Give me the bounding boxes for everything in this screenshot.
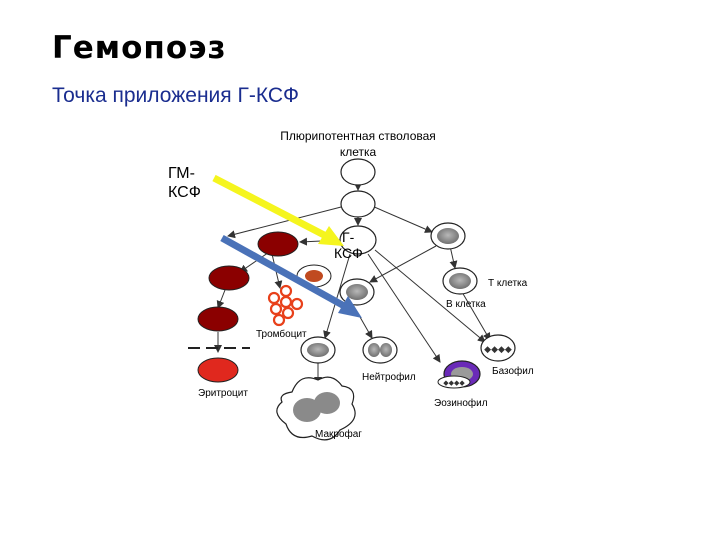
lymphoid-progenitor-cell bbox=[430, 222, 466, 250]
b-cell-label: В клетка bbox=[446, 299, 486, 310]
neutrophil-label: Нейтрофил bbox=[362, 371, 416, 383]
macrophage-cell bbox=[276, 376, 356, 441]
macrophage-label: Макрофаг bbox=[315, 428, 362, 440]
platelets bbox=[267, 284, 304, 327]
g-csf-label: Г- bbox=[342, 229, 355, 245]
connector-myeloid-to-basophil bbox=[374, 249, 486, 343]
connector-myeloid-to-mono bbox=[323, 253, 351, 339]
svg-text:◆◆◆◆: ◆◆◆◆ bbox=[484, 345, 512, 355]
gm-csf-label-2: КСФ bbox=[168, 184, 201, 201]
slide-title: Гемопоэз bbox=[52, 30, 227, 66]
gm-csf-arrow bbox=[220, 234, 362, 318]
erythroblast bbox=[208, 265, 250, 291]
stem-cell bbox=[340, 158, 376, 186]
stem-cell-label-2: клетка bbox=[340, 145, 377, 159]
connector-myeloid-to-eosinophil bbox=[367, 253, 441, 363]
connector-lymphoid-to-tcell bbox=[449, 245, 458, 269]
neutrophil-cell bbox=[362, 336, 398, 364]
proerythroblast bbox=[257, 231, 299, 257]
connector-stem-to-erythroid bbox=[227, 205, 346, 239]
basophil-precursor-cell: ◆◆◆◆ bbox=[480, 334, 516, 362]
monocyte bbox=[300, 336, 336, 364]
platelet-label: Тромбоцит bbox=[256, 328, 307, 340]
gm-csf-label: ГМ- bbox=[168, 165, 195, 182]
slide-subtitle: Точка приложения Г-КСФ bbox=[52, 84, 299, 107]
g-csf-label-2: КСФ bbox=[334, 245, 363, 261]
connector-tcell-to-basophil bbox=[461, 291, 491, 341]
erythrocyte-cell bbox=[197, 357, 239, 383]
normoblast bbox=[197, 306, 239, 332]
t-cell bbox=[442, 267, 478, 295]
basophil-label: Базофил bbox=[492, 365, 534, 377]
common-progenitor-cell bbox=[340, 190, 376, 218]
stem-cell-label: Плюрипотентная стволовая bbox=[280, 129, 436, 143]
connector-progenitor-to-lymphoid bbox=[371, 205, 433, 233]
erythrocyte-label: Эритроцит bbox=[198, 388, 248, 399]
myeloid-progenitor-cell bbox=[339, 225, 377, 255]
svg-text:◆◆◆◆: ◆◆◆◆ bbox=[443, 379, 465, 387]
connector-erythroid-2 bbox=[216, 289, 226, 309]
connector-lymphoid-to-bcell bbox=[369, 245, 437, 283]
eosinophil-label: Эозинофил bbox=[434, 397, 488, 409]
t-cell-label: Т клетка bbox=[488, 278, 528, 289]
eosinophil-cell: ◆◆◆◆ bbox=[437, 375, 471, 389]
g-csf-arrow bbox=[212, 174, 344, 246]
